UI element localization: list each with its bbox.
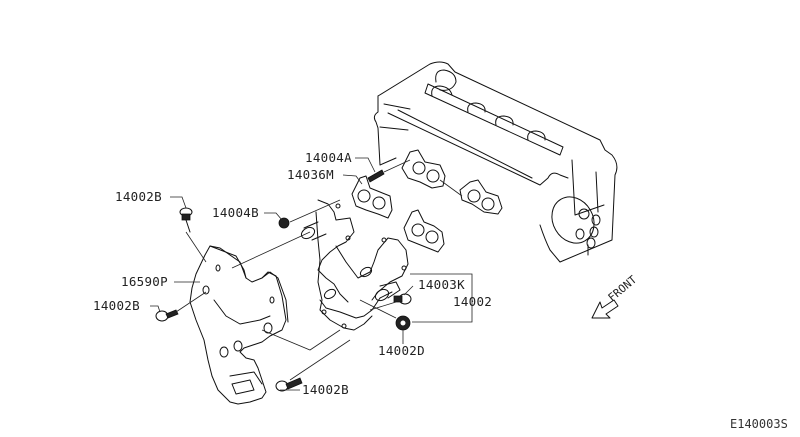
part-label-14002: 14002 <box>453 294 492 309</box>
bolt-14002B-top <box>179 207 193 233</box>
part-label-14002B-bottom: 14002B <box>302 382 349 397</box>
figure-code: E140003S <box>730 417 788 431</box>
part-label-14003K: 14003K <box>418 277 465 292</box>
heat-shield <box>189 245 289 405</box>
bolt-14002B-bottom <box>275 377 303 392</box>
part-label-14004A: 14004A <box>305 150 352 165</box>
front-label: FRONT <box>606 273 640 304</box>
bolt-14002B-left <box>155 309 179 322</box>
part-label-16590P: 16590P <box>121 274 168 289</box>
exhaust-manifold <box>300 199 409 331</box>
stud-14004A <box>367 169 385 183</box>
nut-14004B <box>278 217 290 229</box>
manifold-gasket-1 <box>351 175 393 219</box>
manifold-gasket-2 <box>403 209 445 253</box>
part-label-14002B-left: 14002B <box>93 298 140 313</box>
cylinder-head <box>373 61 618 263</box>
part-label-14004B: 14004B <box>212 205 259 220</box>
part-label-14002D: 14002D <box>378 343 425 358</box>
part-label-14002B-top: 14002B <box>115 189 162 204</box>
head-gasket-set <box>401 149 503 215</box>
part-label-14036M: 14036M <box>287 167 334 182</box>
leader-lines <box>150 157 473 391</box>
nut-14002D <box>395 315 411 331</box>
bolt-14003K <box>393 293 412 305</box>
distributor <box>551 196 601 256</box>
assembly-lines <box>175 159 411 381</box>
front-direction-indicator: FRONT <box>591 273 640 319</box>
